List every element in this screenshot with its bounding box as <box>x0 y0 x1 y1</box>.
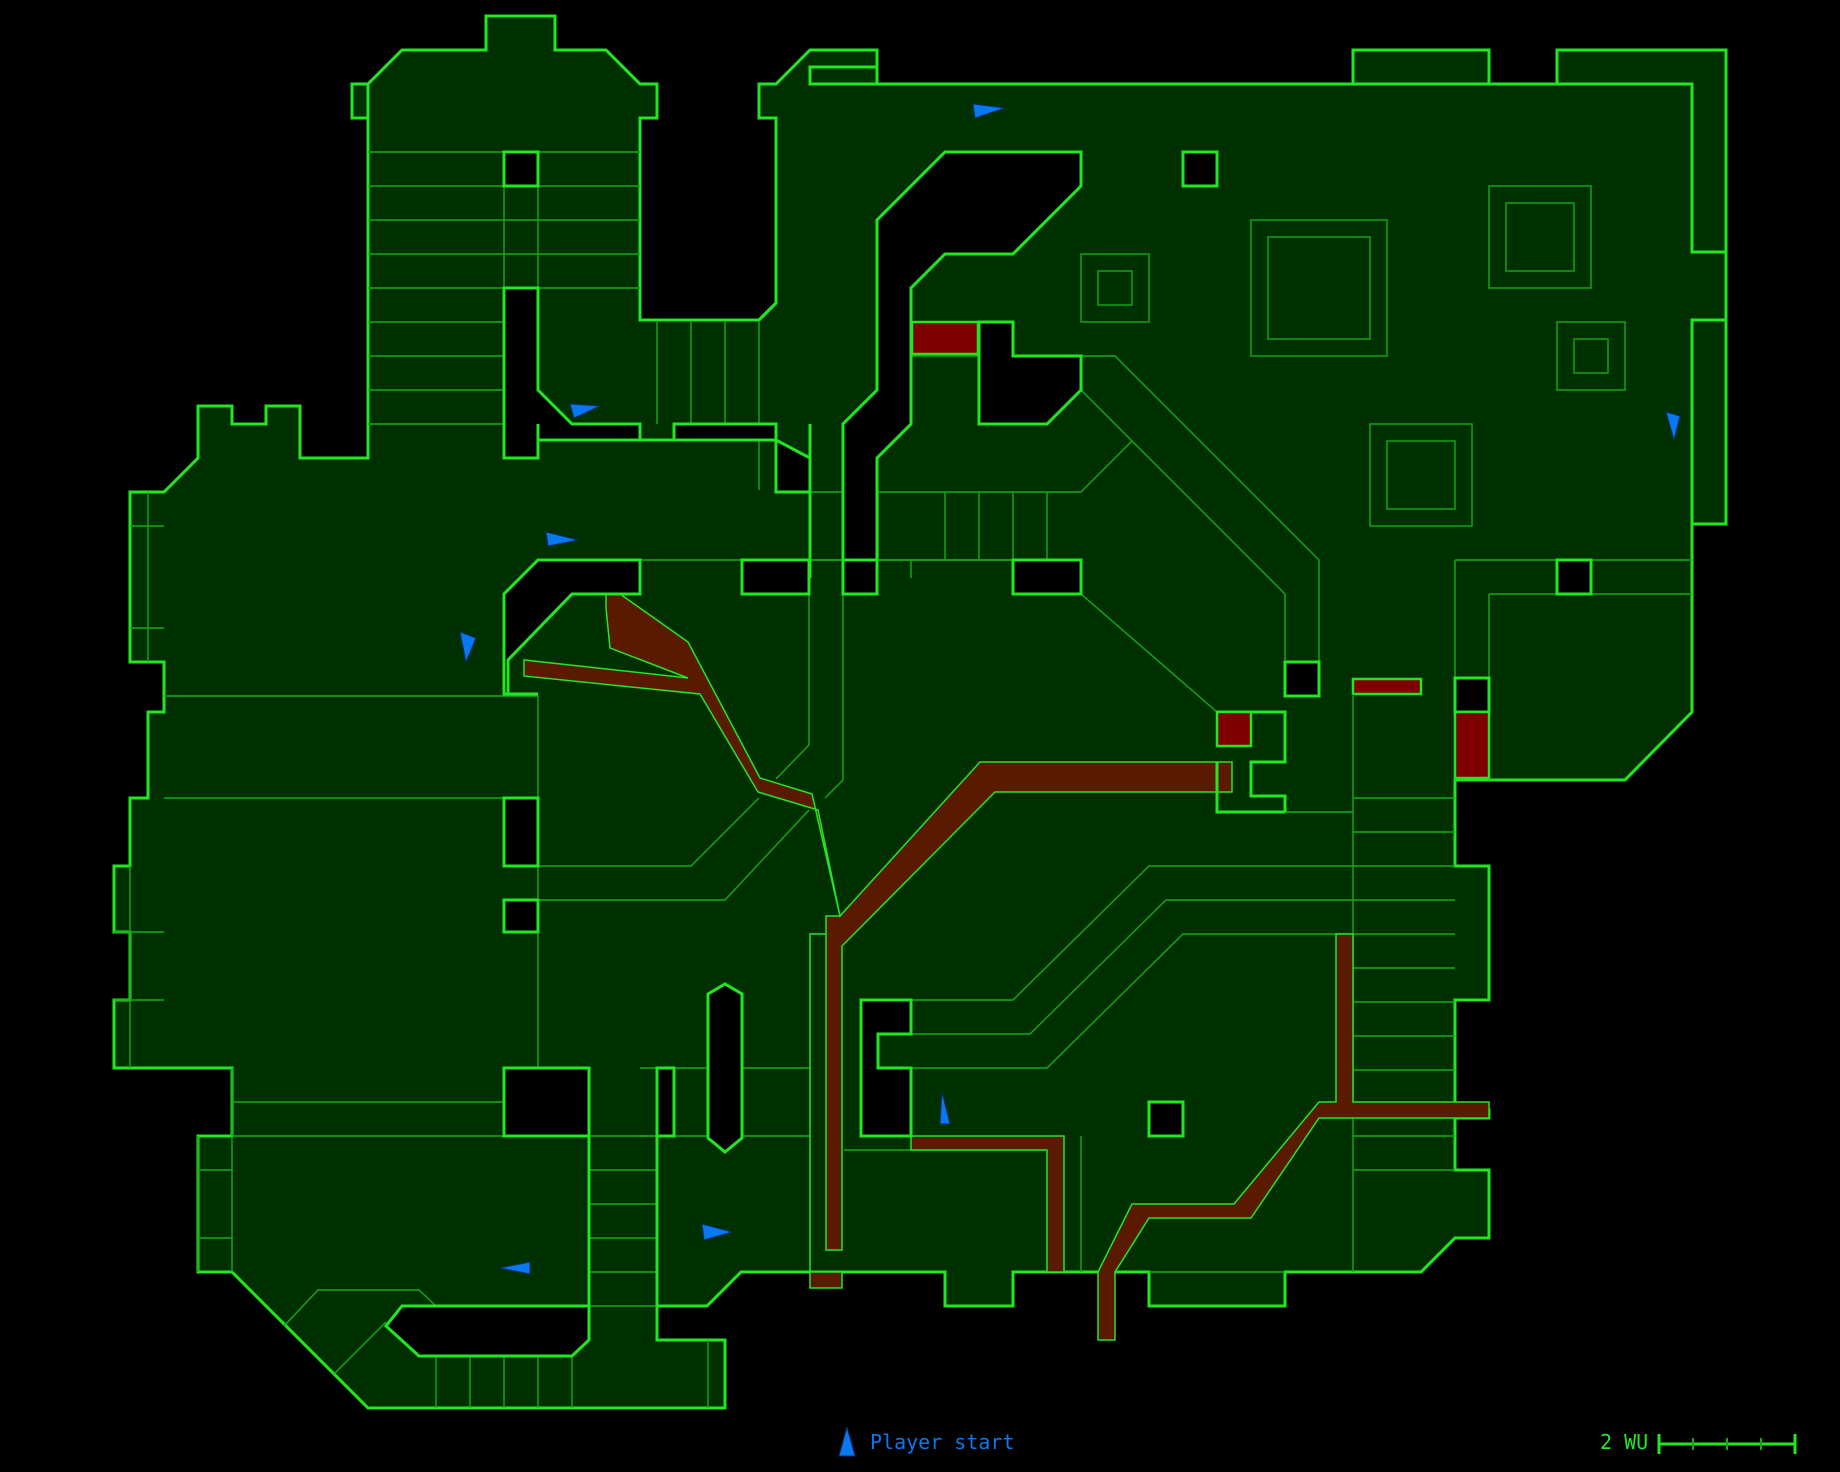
floor-ne-north-alcove <box>808 65 879 86</box>
void-north-diagonal <box>841 150 1083 562</box>
player-start-marker-icon <box>569 403 601 419</box>
floor-ne-east-alcove <box>1690 318 1728 526</box>
void-nw-room-corner <box>502 558 642 696</box>
wall-outlines <box>536 118 1726 1306</box>
player-start-marker-icon <box>838 1427 856 1457</box>
void-south-bracket <box>859 998 913 1138</box>
void-se-pillar <box>1147 1100 1185 1138</box>
player-start-marker-icon <box>972 103 1006 119</box>
scale-label: 2 WU <box>1600 1430 1649 1454</box>
trench-east <box>1097 933 1490 1341</box>
void-central-pillar-c <box>1011 558 1083 596</box>
void-sw-pillar <box>655 1066 676 1138</box>
void-west-pillar-a <box>502 796 540 868</box>
void-east-pillar-b <box>1555 558 1593 596</box>
player-start-marker-icon <box>545 531 579 547</box>
player-starts <box>459 103 1681 1275</box>
player-start-marker-icon <box>459 631 477 664</box>
hazard-tile <box>1453 710 1491 780</box>
trench-south <box>910 1135 1065 1273</box>
void-nw-pillar <box>502 150 540 188</box>
void-south-octagon <box>706 982 744 1154</box>
void-ne-pillar <box>1181 150 1219 188</box>
void-central-pillar-b <box>841 558 879 596</box>
void-central-block <box>977 320 1083 426</box>
scale-bar: 2 WU <box>1600 1424 1648 1460</box>
trench-north <box>523 577 1233 1289</box>
player-start-marker-icon <box>499 1261 531 1275</box>
scale-bar-graphic <box>1657 1434 1797 1454</box>
floor-ne-hall <box>1351 48 1728 254</box>
hazard-tile <box>1215 710 1253 748</box>
void-south-block <box>502 1066 591 1138</box>
void-east-pillar-a <box>1283 660 1321 698</box>
trench-channels <box>523 577 1490 1341</box>
void-east-pillar-c <box>1453 676 1491 714</box>
void-west-pillar-b <box>502 898 540 934</box>
legend: Player start <box>838 1424 1015 1460</box>
wall-voids <box>383 150 1593 1358</box>
hazard-tile <box>910 320 980 356</box>
void-central-pillar-a <box>740 558 811 596</box>
legend-label: Player start <box>870 1430 1015 1454</box>
hazard-tiles <box>910 320 1491 780</box>
player-start-marker-icon <box>701 1223 734 1241</box>
player-start-marker-icon <box>1665 411 1681 442</box>
hazard-tile <box>1351 677 1423 696</box>
player-start-marker-icon <box>939 1091 951 1125</box>
void-sw-corridor <box>383 1304 591 1358</box>
